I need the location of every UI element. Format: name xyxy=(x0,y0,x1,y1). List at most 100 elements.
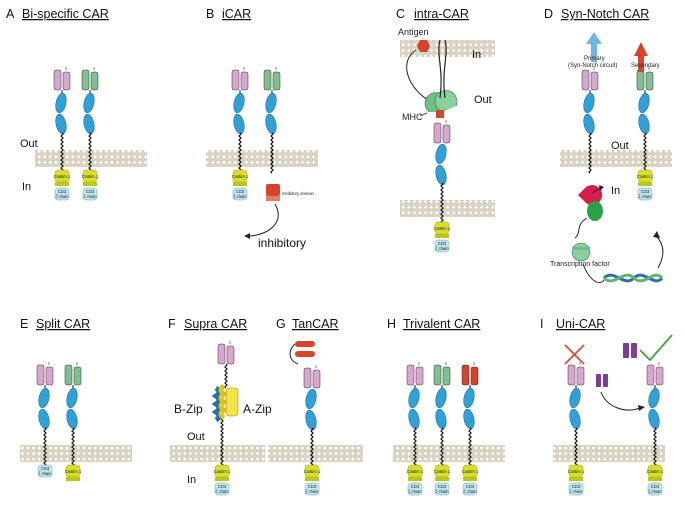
panel-title-E: E Split CAR xyxy=(20,317,90,331)
cd3-label: CD3 xyxy=(308,484,317,489)
zeta-chain-label: ζ chain xyxy=(569,489,583,494)
label-in-C: In xyxy=(472,49,481,61)
costim-label: Costim 1 xyxy=(434,226,451,231)
scfv-light xyxy=(655,366,664,386)
scfv-heavy xyxy=(567,364,576,386)
zeta-chain-label: ζ chain xyxy=(463,489,477,494)
cd3-zeta-domain xyxy=(82,187,98,201)
scfv-heavy xyxy=(263,69,272,91)
cd3-zeta-domain xyxy=(304,482,320,496)
label-transcription-factor: Transcription factor xyxy=(550,261,610,268)
scfv-light xyxy=(90,71,99,91)
scfv-heavy xyxy=(231,69,240,91)
scfv-heavy xyxy=(461,364,470,386)
checkmark-icon xyxy=(639,334,673,362)
svg-text:Split CAR: Split CAR xyxy=(36,317,90,331)
costim-label: Costim 1 xyxy=(54,174,71,179)
hinge-domain-1 xyxy=(83,92,95,114)
notch-cleavage xyxy=(574,185,604,239)
panel-title-F: F Supra CAR xyxy=(168,317,247,331)
hinge-domain-1 xyxy=(305,388,317,410)
car-receptor xyxy=(581,67,599,174)
hinge-domain-1 xyxy=(463,387,475,409)
panel-title-D: D Syn-Notch CAR xyxy=(544,7,649,21)
membrane-F xyxy=(170,445,265,462)
antigen-icon xyxy=(417,40,430,52)
label-in-D: In xyxy=(611,185,620,197)
label-mhc: MHC xyxy=(402,112,423,122)
cd3-label: CD3 xyxy=(236,189,245,194)
scfv-heavy xyxy=(581,69,590,91)
label-b-zip: B-Zip xyxy=(174,402,203,416)
costim-label: Costim 1 xyxy=(462,469,479,474)
transmembrane xyxy=(43,427,47,469)
hinge-domain-2 xyxy=(638,113,650,135)
scfv-light xyxy=(272,71,281,91)
membrane-I xyxy=(553,445,665,462)
car-receptor: Costim 1 xyxy=(65,362,82,481)
transmembrane xyxy=(224,363,228,389)
hinge-domain-1 xyxy=(569,387,581,409)
svg-text:intra-CAR: intra-CAR xyxy=(414,7,469,21)
label-secondary: Secondary xyxy=(631,63,660,69)
zipper-pair xyxy=(211,383,239,423)
transmembrane xyxy=(588,132,592,174)
membrane-D xyxy=(560,150,672,167)
zeta-chain-label: ζ chain xyxy=(38,471,52,476)
zeta-chain-label: ζ chain xyxy=(305,489,319,494)
cd3-label: CD3 xyxy=(572,484,581,489)
car-receptor xyxy=(263,67,281,174)
adaptor-arrow-head xyxy=(638,405,645,411)
cd3-zeta-domain xyxy=(37,464,53,478)
membrane-H xyxy=(393,445,505,462)
hinge-domain-2 xyxy=(435,408,447,430)
hinge-domain-1 xyxy=(583,92,595,114)
scfv-heavy xyxy=(433,122,442,144)
costim-label: Costim 1 xyxy=(65,469,82,474)
cd3-label: CD3 xyxy=(58,189,67,194)
cd3-zeta-domain xyxy=(462,482,478,496)
costim-label: Costim 1 xyxy=(407,469,424,474)
panel-title-A: A Bi-specific CAR xyxy=(6,7,109,21)
svg-text:Trivalent CAR: Trivalent CAR xyxy=(403,317,480,331)
panel-title-C: C intra-CAR xyxy=(396,7,469,21)
hinge-domain-1 xyxy=(638,92,650,114)
hinge-domain-2 xyxy=(38,408,50,430)
primary-arrow-icon xyxy=(586,32,602,62)
adaptor-molecule xyxy=(596,343,637,387)
hinge-domain-1 xyxy=(435,387,447,409)
zeta-chain-label: ζ chain xyxy=(215,489,229,494)
antigen-arrow xyxy=(406,49,429,101)
svg-text:Syn-Notch CAR: Syn-Notch CAR xyxy=(561,7,649,21)
hinge-domain-2 xyxy=(265,113,277,135)
cd3-zeta-domain xyxy=(407,482,423,496)
cd3-label: CD3 xyxy=(651,484,660,489)
inhibitory-domain xyxy=(266,184,280,201)
cross-icon xyxy=(564,344,585,365)
svg-text:Supra CAR: Supra CAR xyxy=(184,317,247,331)
panel-title-I: I Uni-CAR xyxy=(540,317,605,331)
costim-label: Costim 1 xyxy=(232,174,249,179)
svg-text:Bi-specific CAR: Bi-specific CAR xyxy=(22,7,109,21)
hinge-domain-1 xyxy=(55,92,67,114)
svg-text:F: F xyxy=(168,317,176,331)
label-out-A: Out xyxy=(20,138,38,150)
zeta-chain-label: ζ chain xyxy=(435,489,449,494)
svg-text:H: H xyxy=(387,317,396,331)
membrane-E xyxy=(20,445,132,462)
scfv-heavy xyxy=(36,364,45,386)
tf-arrow xyxy=(582,263,605,284)
costim-label: Costim 1 xyxy=(82,174,99,179)
zeta-chain-label: ζ chain xyxy=(55,194,69,199)
hinge-domain-2 xyxy=(583,113,595,135)
cd3-zeta-domain xyxy=(232,187,248,201)
cd3-zeta-domain xyxy=(637,187,653,201)
panel-title-G: G TanCAR xyxy=(276,317,339,331)
scfv-light xyxy=(312,369,321,389)
